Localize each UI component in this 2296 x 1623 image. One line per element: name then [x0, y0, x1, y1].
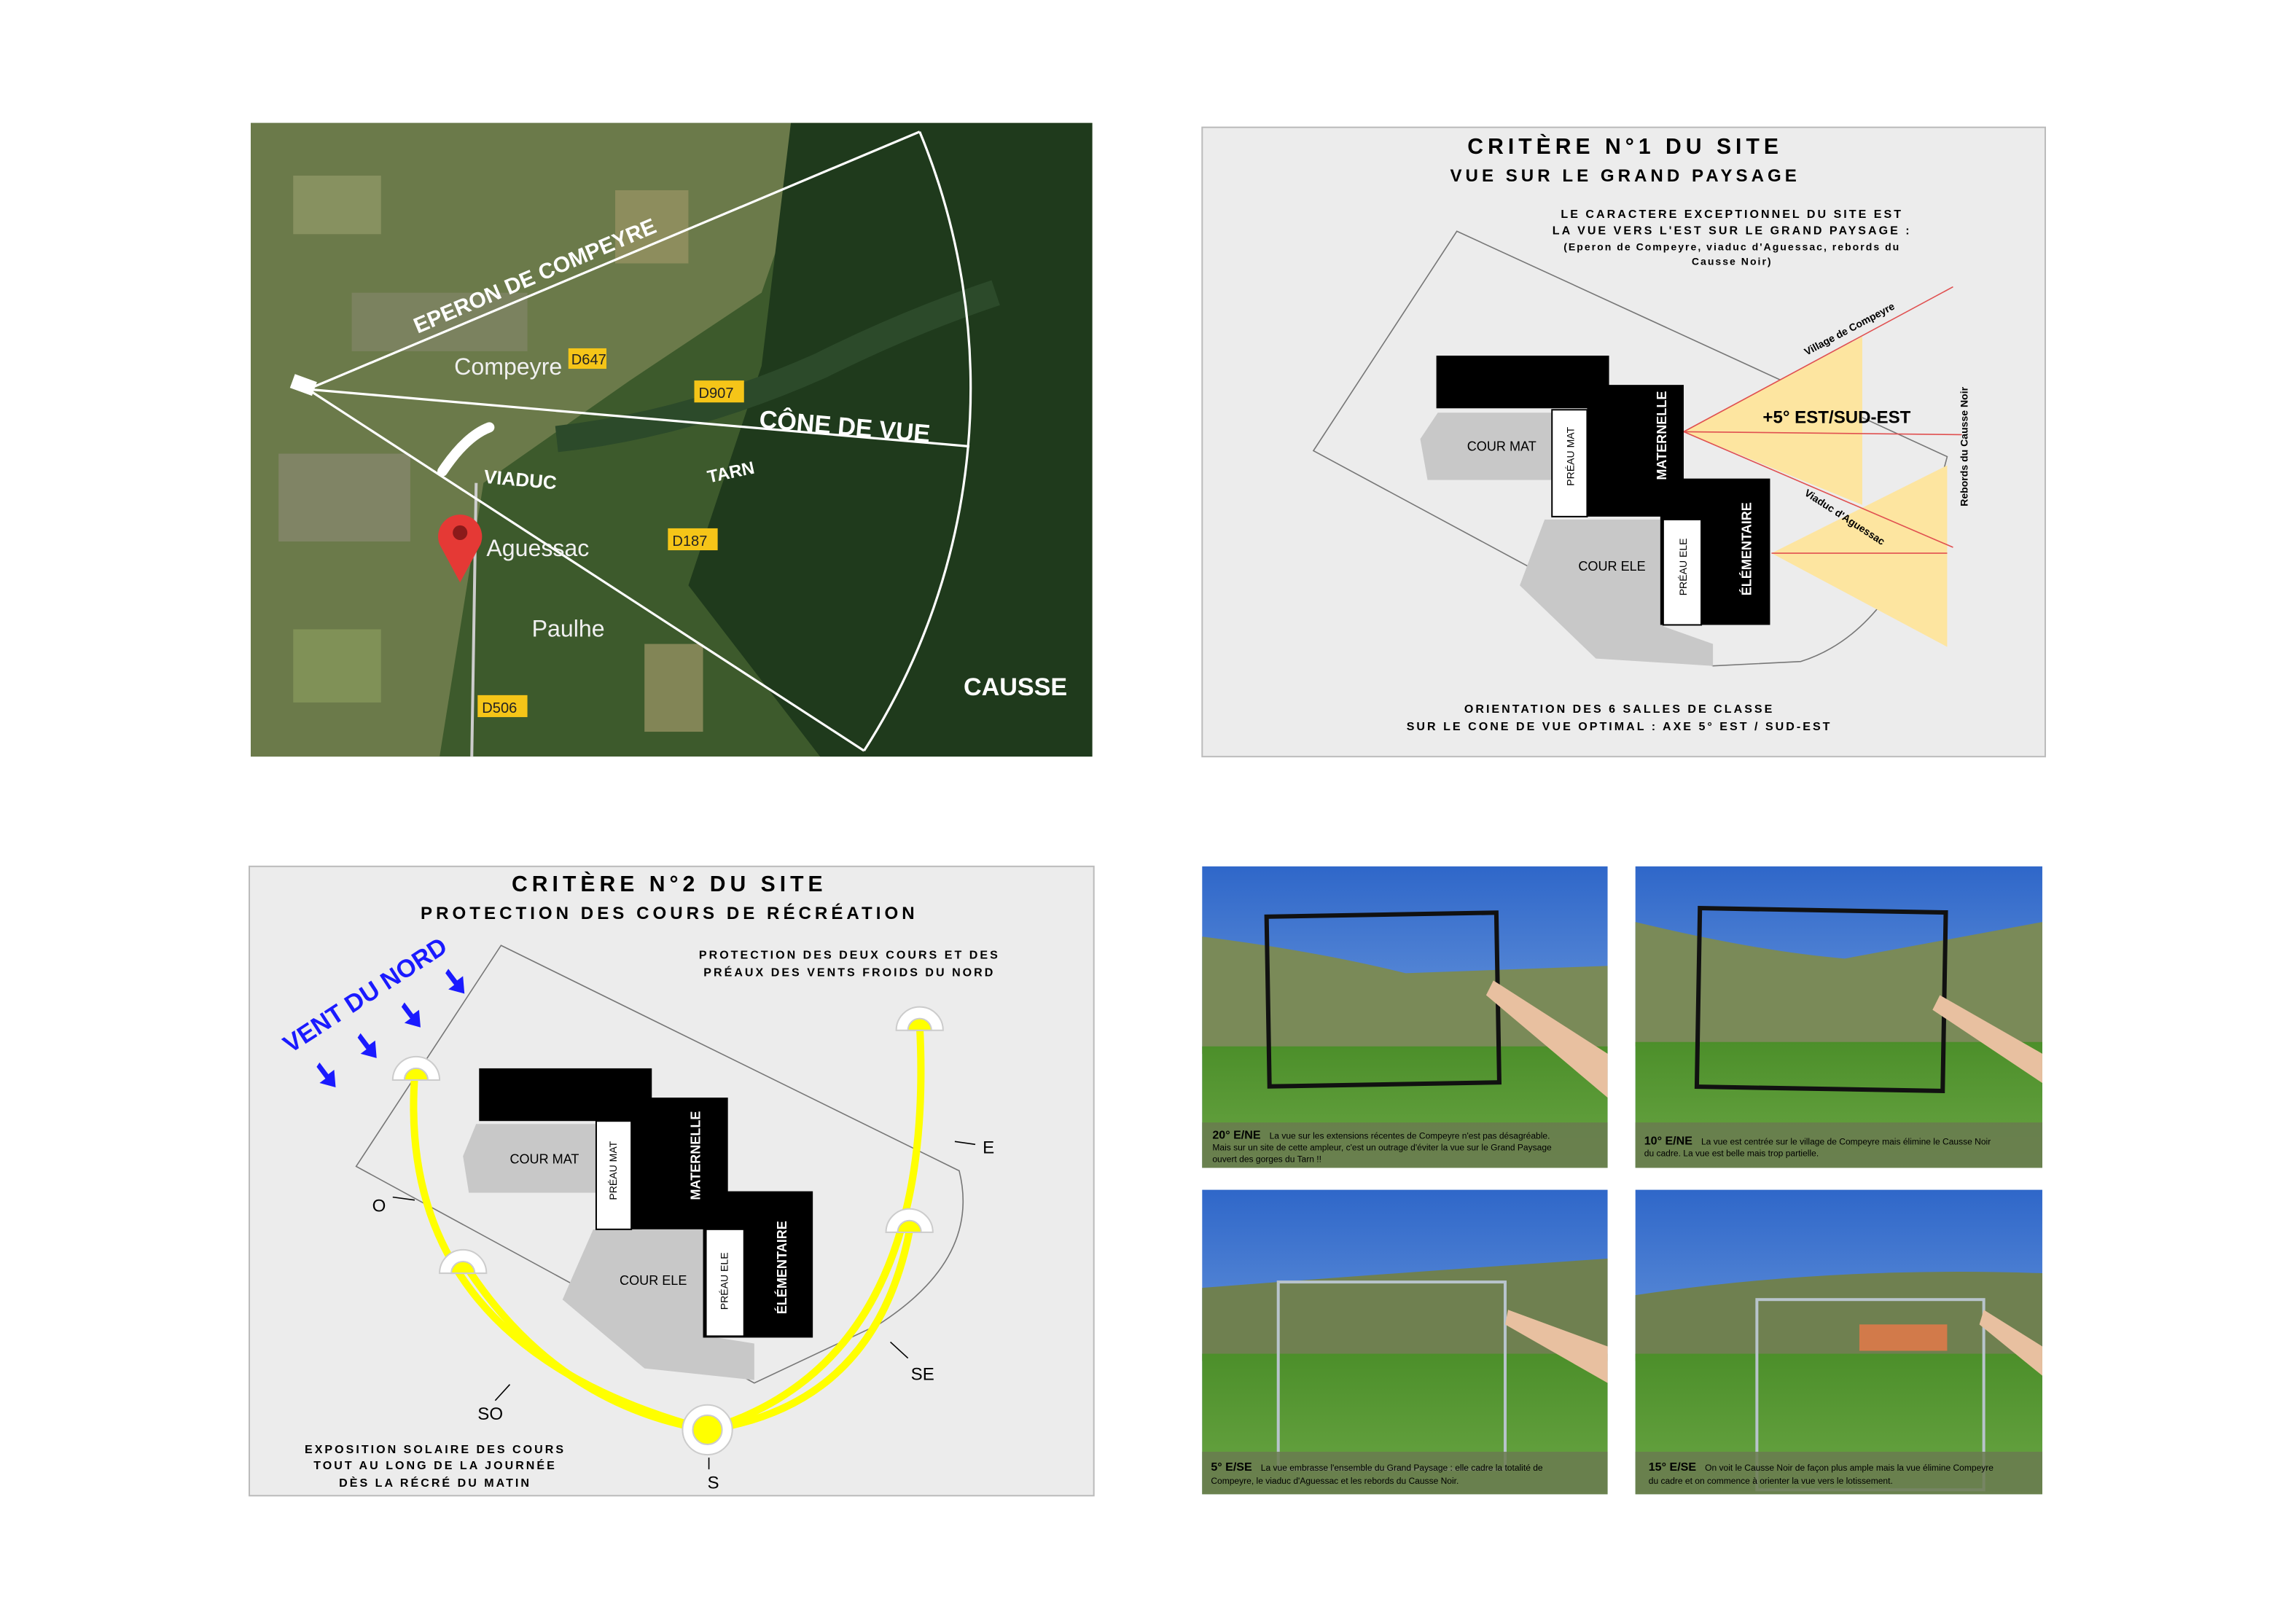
photo-caption: ouvert des gorges du Tarn !!: [1212, 1154, 1321, 1164]
intro-line: (Eperon de Compeyre, viaduc d'Aguessac, …: [1563, 240, 1900, 252]
criterion-2-panel: CRITÈRE N°2 DU SITE PROTECTION DES COURS…: [249, 865, 1095, 1497]
intro-line: PROTECTION DES DEUX COURS ET DES: [699, 948, 1000, 961]
maternelle-label: MATERNELLE: [1655, 391, 1669, 480]
view-cone: [307, 130, 972, 752]
footer-line: EXPOSITION SOLAIRE DES COURS: [305, 1443, 566, 1456]
compass-o: O: [372, 1197, 386, 1216]
photo-5-ese: 5° E/SE La vue embrasse l'ensemble du Gra…: [1202, 1189, 1608, 1495]
preau-ele-label: PRÉAU ELE: [719, 1252, 730, 1310]
road-d187: D187: [672, 533, 707, 550]
compass-e: E: [983, 1138, 994, 1157]
photo-caption: Mais sur un site de cette ampleur, c'est…: [1212, 1142, 1552, 1152]
site-marker: [289, 374, 317, 396]
photo-angle: 20° E/NE: [1212, 1128, 1260, 1141]
label-compeyre: Compeyre: [454, 353, 562, 380]
photo-caption: La vue est centrée sur le village de Com…: [1701, 1136, 1991, 1146]
criterion-1-title: CRITÈRE N°1 DU SITE: [1467, 134, 1783, 159]
aerial-map: EPERON DE COMPEYRE CÔNE DE VUE VIADUC TA…: [251, 122, 1093, 757]
photo-angle: 15° E/SE: [1649, 1460, 1697, 1474]
rebords-label: Rebords du Causse Noir: [1959, 386, 1970, 506]
sun-icons: [391, 1006, 944, 1456]
compass-se: SE: [911, 1365, 934, 1385]
criterion-2-subtitle: PROTECTION DES COURS DE RÉCRÉATION: [421, 903, 918, 923]
label-aguessac: Aguessac: [486, 535, 589, 561]
footer-line: TOUT AU LONG DE LA JOURNÉE: [313, 1458, 557, 1472]
axis-label: +5° EST/SUD-EST: [1762, 407, 1910, 427]
criterion-1-subtitle: VUE SUR LE GRAND PAYSAGE: [1450, 166, 1800, 186]
viaduct-mark: [437, 422, 495, 477]
photo-15-ese: 15° E/SE On voit le Causse Noir de façon …: [1635, 1189, 2042, 1495]
road-d647: D647: [571, 352, 606, 368]
compass-so: SO: [477, 1404, 503, 1424]
photo-10-ene: 10° E/NE La vue est centrée sur le villag…: [1635, 866, 2042, 1168]
wind-arrow-icons: [316, 969, 465, 1088]
footer-line: DÈS LA RÉCRÉ DU MATIN: [339, 1476, 531, 1490]
cour-ele-label: COUR ELE: [620, 1273, 687, 1288]
photo-angle: 10° E/NE: [1644, 1134, 1692, 1147]
intro-line: LA VUE VERS L'EST SUR LE GRAND PAYSAGE :: [1553, 224, 1912, 237]
road-d907: D907: [699, 386, 734, 402]
photo-caption: On voit le Causse Noir de façon plus amp…: [1705, 1463, 1994, 1473]
cour-mat-label: COUR MAT: [509, 1151, 579, 1166]
preau-mat-label: PRÉAU MAT: [607, 1141, 619, 1200]
label-causse: CAUSSE: [964, 673, 1067, 701]
intro-line: Causse Noir): [1692, 255, 1773, 267]
location-pin-icon: [438, 515, 483, 583]
cour-mat-label: COUR MAT: [1467, 439, 1536, 453]
footer-line: SUR LE CONE DE VUE OPTIMAL : AXE 5° EST …: [1407, 720, 1832, 733]
cour-ele-label: COUR ELE: [1578, 559, 1645, 574]
road-d506: D506: [482, 700, 517, 716]
photo-caption: La vue sur les extensions récentes de Co…: [1270, 1130, 1550, 1141]
maternelle-label: MATERNELLE: [689, 1111, 703, 1200]
compass-s: S: [708, 1473, 719, 1493]
criterion-1-panel: CRITÈRE N°1 DU SITE VUE SUR LE GRAND PAY…: [1201, 126, 2046, 758]
intro-line: LE CARACTERE EXCEPTIONNEL DU SITE EST: [1561, 208, 1903, 221]
elementaire-label: ÉLÉMENTAIRE: [774, 1221, 789, 1314]
label-paulhe: Paulhe: [532, 616, 605, 642]
photo-caption: Compeyre, le viaduc d'Aguessac et les re…: [1211, 1476, 1459, 1486]
preau-mat-label: PRÉAU MAT: [1564, 426, 1576, 485]
view-cones: [1683, 286, 1962, 647]
preau-ele-label: PRÉAU ELE: [1677, 538, 1689, 595]
photo-caption: du cadre et on commence à orienter la vu…: [1649, 1476, 1893, 1486]
photo-angle: 5° E/SE: [1211, 1460, 1252, 1474]
criterion-2-title: CRITÈRE N°2 DU SITE: [512, 872, 827, 896]
footer-line: ORIENTATION DES 6 SALLES DE CLASSE: [1464, 703, 1774, 716]
photo-caption: La vue embrasse l'ensemble du Grand Pays…: [1261, 1463, 1543, 1473]
elementaire-label: ÉLÉMENTAIRE: [1738, 502, 1754, 595]
photo-caption: du cadre. La vue est belle mais trop par…: [1644, 1148, 1819, 1158]
photo-20-ene: 20° E/NE La vue sur les extensions récent…: [1202, 866, 1608, 1168]
intro-line: PRÉAUX DES VENTS FROIDS DU NORD: [703, 965, 995, 979]
